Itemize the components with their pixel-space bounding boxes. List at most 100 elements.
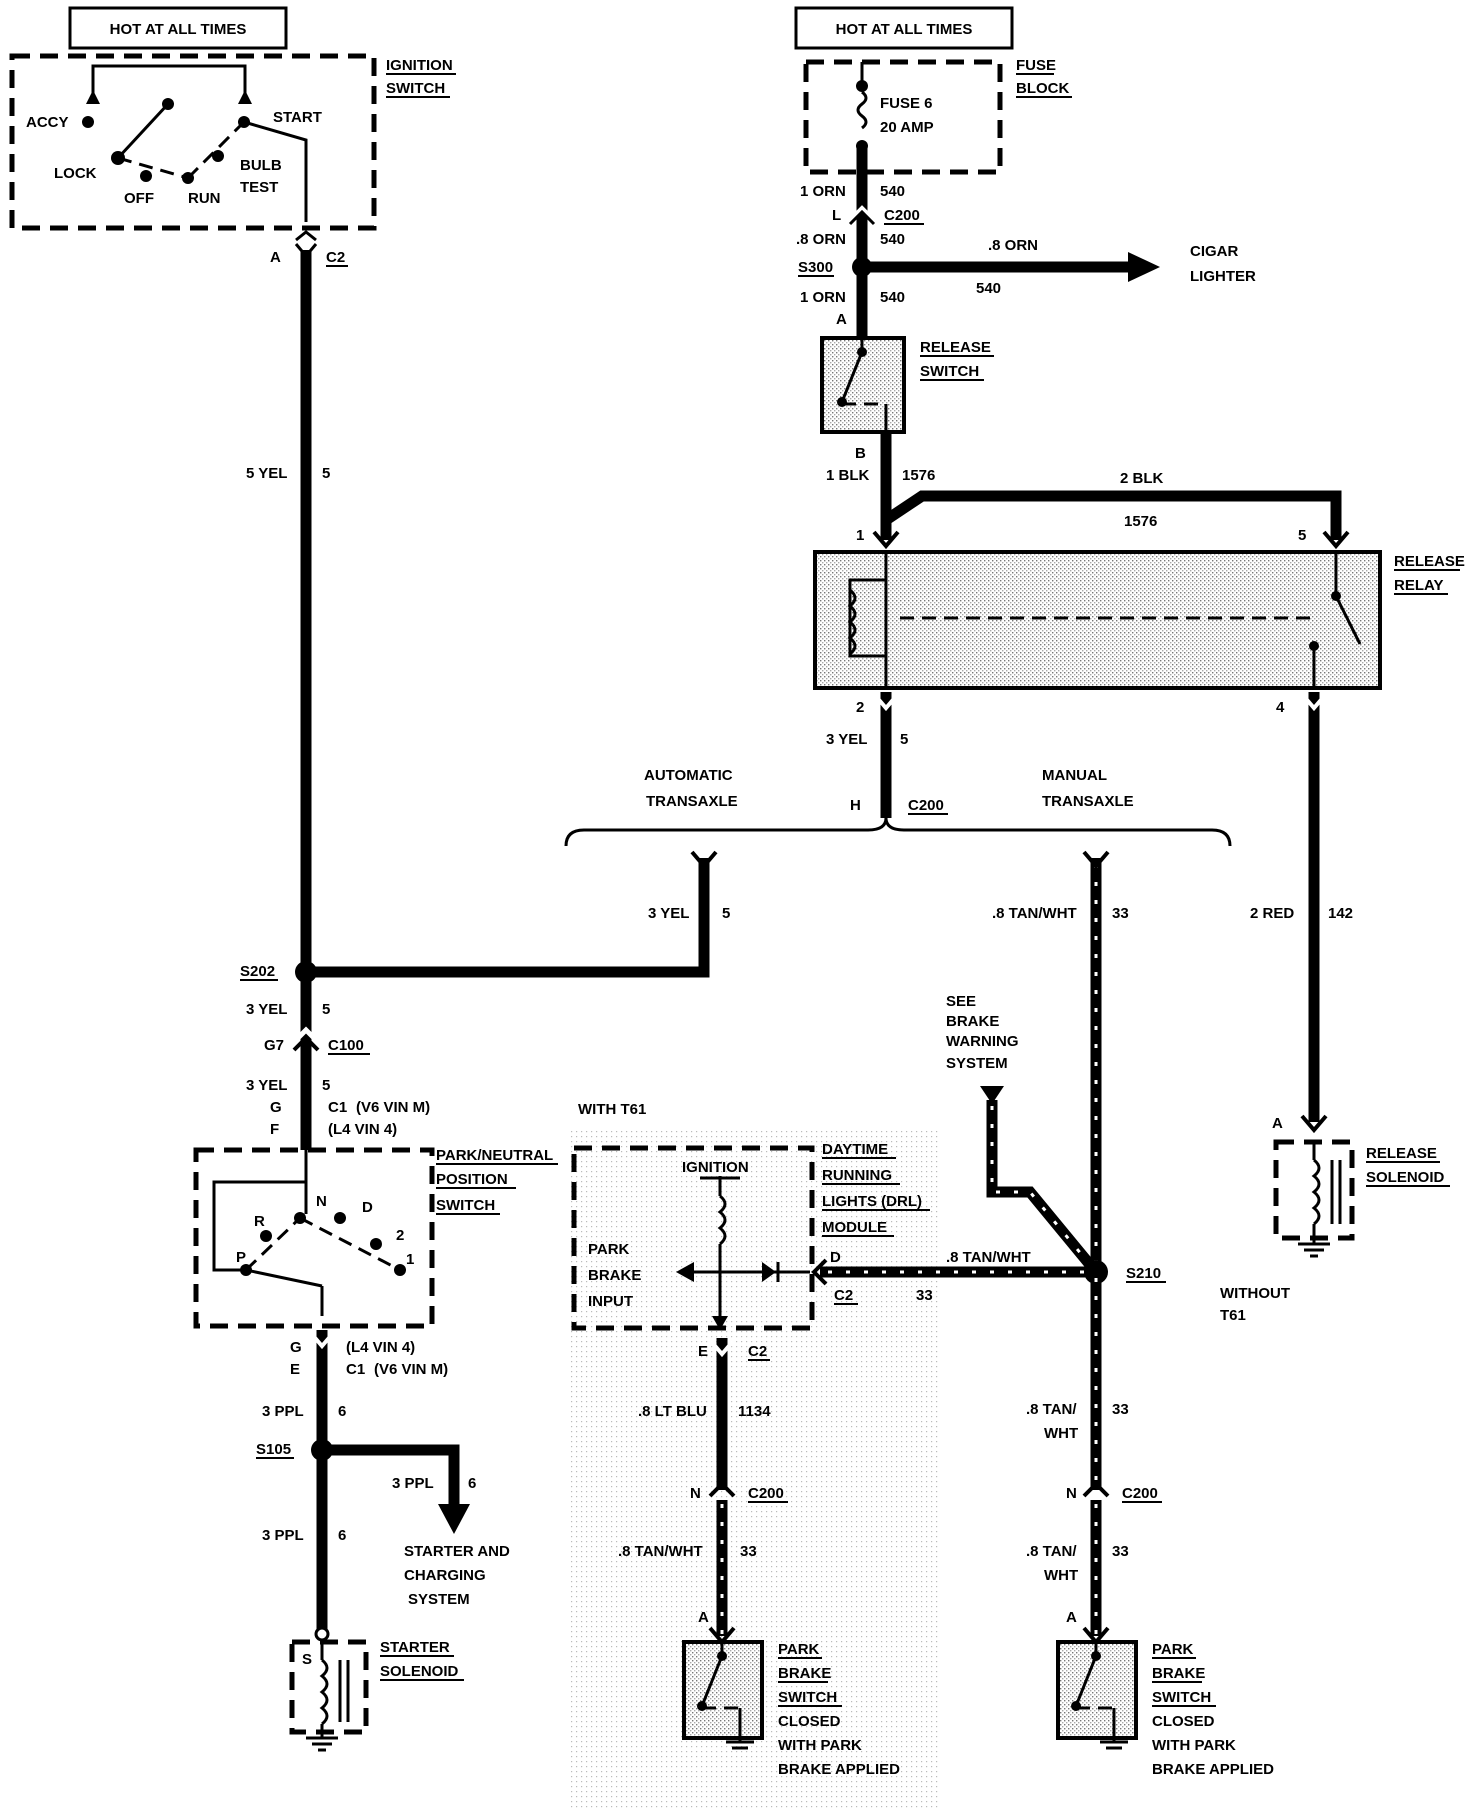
svg-text:MODULE: MODULE [822,1219,887,1236]
arrow-starter-charging-icon [438,1504,470,1534]
svg-text:CHARGING: CHARGING [404,1567,486,1584]
svg-text:RELEASE: RELEASE [1394,553,1465,570]
svg-text:SWITCH: SWITCH [386,80,445,97]
svg-text:P: P [236,1249,246,1266]
arrow-cigar-lighter-icon [1128,252,1160,282]
svg-text:3 YEL: 3 YEL [246,1077,287,1094]
svg-text:LOCK: LOCK [54,165,97,182]
svg-text:TRANSAXLE: TRANSAXLE [1042,793,1134,810]
svg-text:DAYTIME: DAYTIME [822,1141,888,1158]
svg-text:.8 LT BLU: .8 LT BLU [638,1403,707,1420]
svg-text:POSITION: POSITION [436,1171,508,1188]
svg-text:WITH PARK: WITH PARK [1152,1737,1236,1754]
svg-text:SOLENOID: SOLENOID [380,1663,459,1680]
svg-text:WARNING: WARNING [946,1033,1019,1050]
svg-text:MANUAL: MANUAL [1042,767,1107,784]
svg-text:C200: C200 [748,1485,784,1502]
svg-text:5: 5 [322,465,330,482]
svg-text:PARK: PARK [778,1641,820,1658]
svg-text:540: 540 [880,289,905,306]
svg-text:PARK: PARK [1152,1641,1194,1658]
svg-text:2: 2 [396,1227,404,1244]
svg-text:BRAKE APPLIED: BRAKE APPLIED [778,1761,900,1778]
svg-text:S210: S210 [1126,1265,1161,1282]
svg-text:S: S [302,1651,312,1668]
svg-text:SYSTEM: SYSTEM [408,1591,470,1608]
svg-text:3 YEL: 3 YEL [826,731,867,748]
svg-text:TRANSAXLE: TRANSAXLE [646,793,738,810]
svg-text:2 BLK: 2 BLK [1120,470,1164,487]
svg-text:3 YEL: 3 YEL [648,905,689,922]
hot-at-all-times-right: HOT AT ALL TIMES [794,6,1014,50]
svg-text:RUN: RUN [188,190,221,207]
wire-1576-b [880,490,1342,540]
svg-text:5: 5 [1298,527,1306,544]
svg-text:LIGHTER: LIGHTER [1190,268,1256,285]
svg-text:540: 540 [880,231,905,248]
svg-text:S300: S300 [798,259,833,276]
arrow-brake-warning-icon [980,1086,1004,1104]
svg-text:FUSE 6: FUSE 6 [880,95,933,112]
svg-text:PARK: PARK [588,1241,630,1258]
svg-text:A: A [1066,1609,1077,1626]
svg-text:PARK/NEUTRAL: PARK/NEUTRAL [436,1147,553,1164]
svg-text:N: N [690,1485,701,1502]
svg-text:G7: G7 [264,1037,284,1054]
svg-text:SWITCH: SWITCH [436,1197,495,1214]
svg-text:A: A [1272,1115,1283,1132]
svg-text:A: A [836,311,847,328]
svg-text:C2: C2 [748,1343,767,1360]
svg-text:RUNNING: RUNNING [822,1167,892,1184]
svg-text:.8 TAN/WHT: .8 TAN/WHT [992,905,1077,922]
svg-text:C200: C200 [1122,1485,1158,1502]
hot-at-all-times-left: HOT AT ALL TIMES [68,6,288,50]
svg-text:BRAKE APPLIED: BRAKE APPLIED [1152,1761,1274,1778]
svg-text:33: 33 [916,1287,933,1304]
svg-text:LIGHTS (DRL): LIGHTS (DRL) [822,1193,922,1210]
svg-text:A: A [270,249,281,266]
svg-text:540: 540 [976,280,1001,297]
svg-text:A: A [698,1609,709,1626]
svg-text:5: 5 [322,1077,330,1094]
svg-text:WITH T61: WITH T61 [578,1101,646,1118]
svg-text:CIGAR: CIGAR [1190,243,1239,260]
svg-text:SOLENOID: SOLENOID [1366,1169,1445,1186]
svg-text:G: G [290,1339,302,1356]
svg-text:START: START [273,109,322,126]
svg-text:C200: C200 [884,207,920,224]
svg-text:C2: C2 [326,249,345,266]
svg-text:ACCY: ACCY [26,114,69,131]
svg-text:C1: C1 [328,1099,347,1116]
svg-text:TEST: TEST [240,179,278,196]
svg-text:33: 33 [1112,1401,1129,1418]
svg-text:4: 4 [1276,699,1285,716]
svg-text:IGNITION: IGNITION [682,1159,749,1176]
svg-text:L: L [832,207,841,224]
svg-text:FUSE: FUSE [1016,57,1056,74]
svg-text:20 AMP: 20 AMP [880,119,934,136]
svg-text:6: 6 [338,1403,346,1420]
svg-text:WITH PARK: WITH PARK [778,1737,862,1754]
svg-text:SEE: SEE [946,993,976,1010]
svg-text:6: 6 [468,1475,476,1492]
svg-text:1576: 1576 [902,467,935,484]
svg-text:R: R [254,1213,265,1230]
wire-6-starter-charging [322,1444,460,1508]
svg-text:SWITCH: SWITCH [920,363,979,380]
svg-text:.8 TAN/WHT: .8 TAN/WHT [618,1543,703,1560]
svg-text:1 ORN: 1 ORN [800,289,846,306]
svg-text:33: 33 [1112,905,1129,922]
svg-text:CLOSED: CLOSED [1152,1713,1215,1730]
svg-text:F: F [270,1121,279,1138]
svg-text:RELAY: RELAY [1394,577,1443,594]
svg-text:S105: S105 [256,1441,291,1458]
svg-text:E: E [290,1361,300,1378]
svg-text:INPUT: INPUT [588,1293,633,1310]
svg-text:.8 TAN/: .8 TAN/ [1026,1543,1077,1560]
svg-text:.8 ORN: .8 ORN [988,237,1038,254]
svg-text:D: D [362,1199,373,1216]
svg-text:540: 540 [880,183,905,200]
park-brake-switch-with-t61 [682,1626,764,1750]
svg-text:STARTER AND: STARTER AND [404,1543,510,1560]
